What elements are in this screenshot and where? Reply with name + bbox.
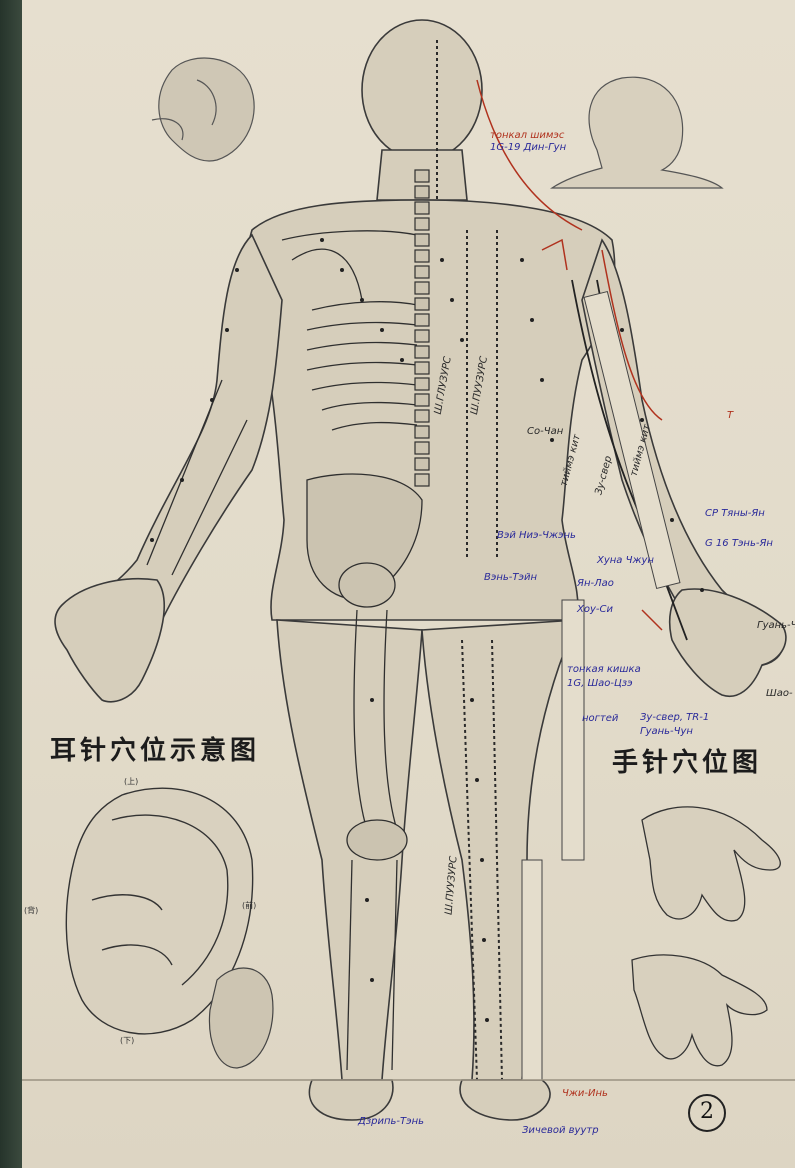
- head-back-sketch: [552, 77, 722, 188]
- hand-acupoint-chart: [632, 807, 780, 1066]
- annotation-fingertip: Гуань-Чун: [757, 620, 795, 631]
- poster-edge: [0, 0, 22, 1168]
- annotation-foot-left: Дзрипь-Тэнь: [358, 1116, 424, 1127]
- annotation-lower-point: Зу-свер, TR-1: [640, 712, 709, 723]
- body-figure-drawing: [22, 0, 795, 1168]
- ear-label-bottom: (下): [120, 1035, 134, 1046]
- annotation-lower-left: ногтей: [582, 713, 618, 724]
- page-number: 2: [688, 1094, 726, 1132]
- acupuncture-poster: 耳针穴位示意图 手针穴位图 (上) (下) (前) (背) тонкал шим…: [22, 0, 795, 1168]
- annotation-wrist-point: Хуна Чжун: [597, 555, 654, 566]
- annotation-hand-c: Ян-Лао: [577, 578, 614, 589]
- annotation-hand-b: G 16 Тэнь-Ян: [705, 538, 773, 549]
- ear-lobe-sketch: [209, 968, 272, 1068]
- ear-label-back: (背): [24, 905, 38, 916]
- annotation-hand-d: Хоу-Си: [577, 604, 613, 615]
- annotation-foot-right: Зичевой вуутр: [522, 1125, 599, 1136]
- annotation-wrist-left: Вэй Ниэ-Чжэнь: [497, 530, 576, 541]
- annotation-neck: тонкал шимэс: [490, 130, 564, 141]
- annotation-small-intestine: тонкая кишка: [567, 664, 641, 675]
- ear-label-front: (前): [242, 900, 256, 911]
- ear-sketch: [152, 58, 254, 161]
- ear-chart-title: 耳针穴位示意图: [50, 730, 260, 767]
- annotation-elbow: Со-Чан: [527, 426, 563, 437]
- annotation-finger-right: Шао-: [766, 688, 793, 699]
- annotation-foot-top: Чжи-Инь: [562, 1088, 608, 1099]
- annotation-shoulder: Т: [727, 410, 733, 421]
- annotation-small-point: 1G, Шао-Цзэ: [567, 678, 633, 689]
- ear-label-top: (上): [124, 776, 138, 787]
- annotation-lower-point2: Гуань-Чун: [640, 726, 693, 737]
- annotation-neck-point: 1G-19 Дин-Гун: [490, 142, 566, 153]
- annotation-hip: Вэнь-Тэйн: [484, 572, 537, 583]
- annotation-hand-a: СР Тяны-Ян: [705, 508, 765, 519]
- hand-chart-title: 手针穴位图: [612, 742, 762, 779]
